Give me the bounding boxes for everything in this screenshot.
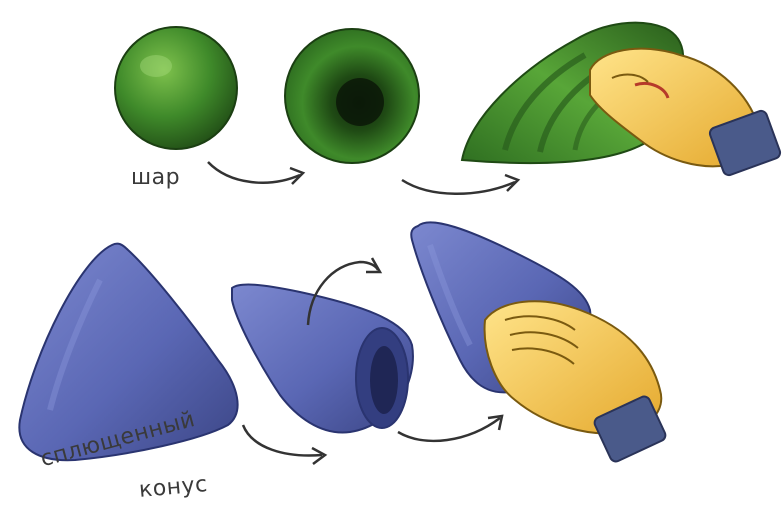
opened-cone-icon xyxy=(232,258,413,432)
hand-icon xyxy=(590,49,782,177)
green-cup-icon xyxy=(285,29,419,163)
arrow-icon xyxy=(398,416,502,441)
label-ball: шар xyxy=(131,165,180,190)
arrow-icon xyxy=(243,425,325,464)
hand-icon xyxy=(485,301,668,463)
green-ball-icon xyxy=(115,27,237,149)
arrow-icon xyxy=(402,175,518,194)
arrow-icon xyxy=(208,162,303,184)
